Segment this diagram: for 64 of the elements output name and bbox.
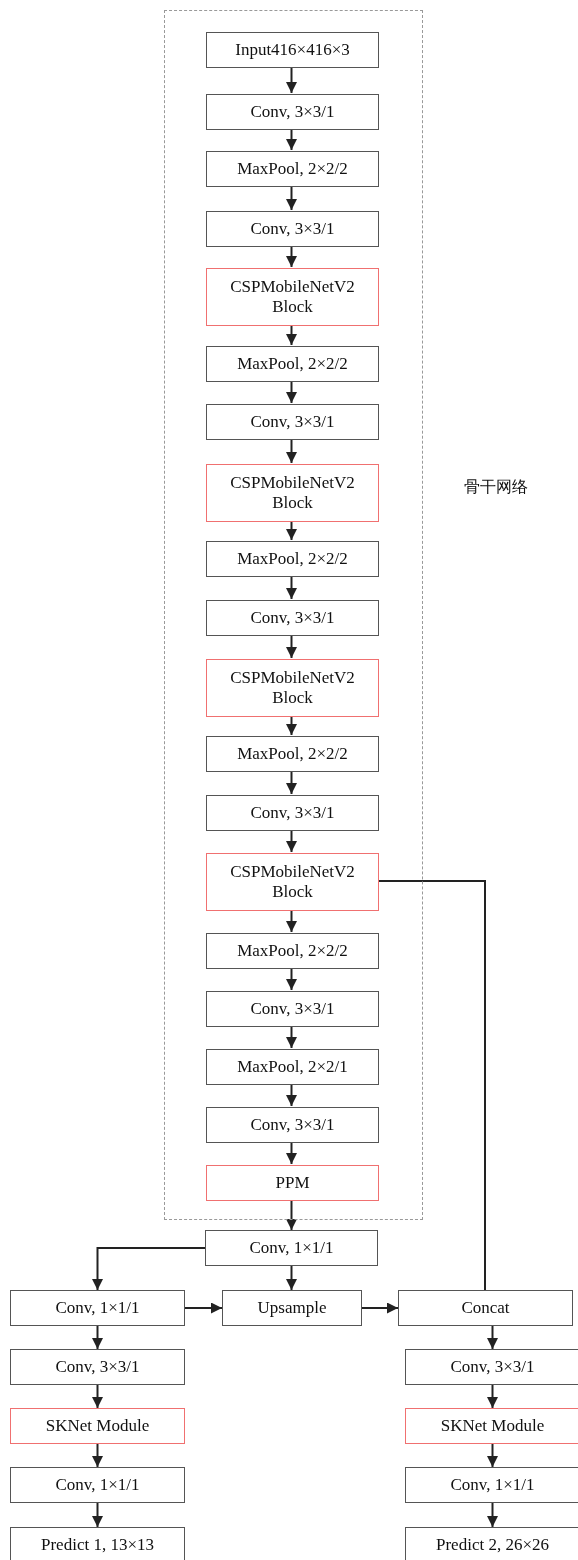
arrow <box>286 1083 297 1107</box>
group-heading: 骨干网络 <box>464 478 528 497</box>
arrow <box>286 715 297 736</box>
arrow <box>286 324 297 346</box>
layer-box: Conv, 3×3/1 <box>10 1349 185 1385</box>
arrow <box>286 66 297 94</box>
layer-box: Conv, 1×1/1 <box>205 1230 378 1266</box>
arrow <box>286 438 297 464</box>
layer-box: Conv, 3×3/1 <box>206 795 379 831</box>
arrow <box>487 1384 498 1409</box>
arrow <box>286 575 297 600</box>
arrow <box>487 1443 498 1468</box>
arrow <box>92 1443 103 1468</box>
module-box: SKNet Module <box>405 1408 578 1444</box>
arrow <box>286 1025 297 1049</box>
module-box: CSPMobileNetV2 Block <box>206 464 379 522</box>
layer-box: Conv, 3×3/1 <box>206 404 379 440</box>
arrow <box>286 909 297 933</box>
arrow <box>286 380 297 404</box>
layer-box: Conv, 3×3/1 <box>206 1107 379 1143</box>
arrow <box>361 1302 399 1314</box>
layer-box: Input416×416×3 <box>206 32 379 68</box>
layer-box: Concat <box>398 1290 573 1326</box>
arrow <box>92 1502 103 1528</box>
module-box: CSPMobileNetV2 Block <box>206 853 379 911</box>
arrow <box>286 520 297 541</box>
layer-box: Conv, 3×3/1 <box>206 211 379 247</box>
arrow <box>286 245 297 268</box>
layer-box: Predict 2, 26×26 <box>405 1527 578 1560</box>
arrow <box>286 1265 297 1291</box>
arrow <box>286 185 297 211</box>
arrow <box>286 1141 297 1165</box>
layer-box: MaxPool, 2×2/2 <box>206 933 379 969</box>
arrow <box>286 634 297 659</box>
arrow <box>286 770 297 795</box>
layer-box: MaxPool, 2×2/2 <box>206 151 379 187</box>
arrow <box>92 1247 206 1291</box>
layer-box: Conv, 1×1/1 <box>405 1467 578 1503</box>
layer-box: Conv, 1×1/1 <box>10 1467 185 1503</box>
module-box: SKNet Module <box>10 1408 185 1444</box>
layer-box: Conv, 3×3/1 <box>206 94 379 130</box>
connector-line <box>377 880 486 1291</box>
arrow <box>286 967 297 991</box>
module-box: CSPMobileNetV2 Block <box>206 268 379 326</box>
arrow <box>286 829 297 853</box>
layer-box: Conv, 1×1/1 <box>10 1290 185 1326</box>
module-box: PPM <box>206 1165 379 1201</box>
layer-box: Predict 1, 13×13 <box>10 1527 185 1560</box>
layer-box: Conv, 3×3/1 <box>206 991 379 1027</box>
arrow <box>92 1384 103 1409</box>
layer-box: MaxPool, 2×2/2 <box>206 346 379 382</box>
arrow <box>487 1502 498 1528</box>
arrow <box>286 128 297 151</box>
layer-box: Conv, 3×3/1 <box>206 600 379 636</box>
arrow <box>487 1325 498 1350</box>
layer-box: Conv, 3×3/1 <box>405 1349 578 1385</box>
module-box: CSPMobileNetV2 Block <box>206 659 379 717</box>
layer-box: MaxPool, 2×2/2 <box>206 736 379 772</box>
arrow <box>184 1302 223 1314</box>
arrow <box>286 1199 297 1231</box>
layer-box: MaxPool, 2×2/1 <box>206 1049 379 1085</box>
layer-box: Upsample <box>222 1290 362 1326</box>
arrow <box>92 1325 103 1350</box>
layer-box: MaxPool, 2×2/2 <box>206 541 379 577</box>
